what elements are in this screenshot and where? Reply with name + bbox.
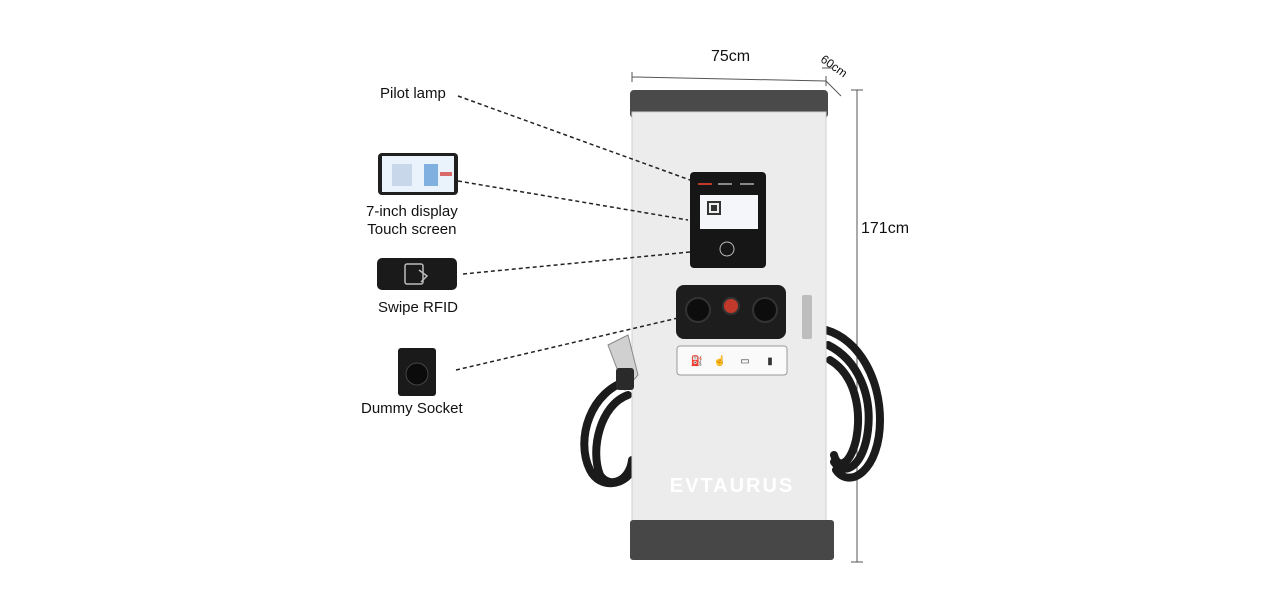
- callout-lines: [455, 95, 691, 371]
- cable-left: [580, 376, 636, 488]
- pilot-lamp-indicators: [698, 183, 754, 185]
- plug-icon: ⛽: [691, 354, 703, 367]
- height-dimension-line: [851, 89, 863, 563]
- height-dimension-label: 171cm: [861, 220, 910, 237]
- battery-icon: ▮: [767, 356, 773, 367]
- rfid-thumbnail: [377, 258, 457, 290]
- dummy-socket-thumbnail: [398, 348, 436, 396]
- dummy-socket-label: Dummy Socket: [361, 400, 463, 417]
- display-thumbnail: [378, 153, 458, 195]
- cable-right: [822, 326, 885, 482]
- display-label-line1: 7-inch display: [366, 203, 458, 220]
- socket-panel: [676, 285, 786, 339]
- instruction-strip: ⛽ ☝ ▭ ▮: [676, 345, 788, 376]
- card-icon: ▭: [740, 356, 749, 367]
- charging-connector: [607, 334, 639, 391]
- display-label-line2: Touch screen: [367, 221, 457, 238]
- swipe-rfid-label: Swipe RFID: [378, 299, 459, 316]
- width-dimension-label: 75cm: [711, 48, 751, 65]
- display-label: 7-inch display Touch screen: [366, 203, 458, 239]
- brand-logo: EVTAURUS: [670, 475, 795, 497]
- width-dimension-line: [631, 72, 827, 86]
- display-panel: [690, 172, 766, 268]
- hand-tap-icon: ☝: [714, 354, 726, 367]
- depth-dimension-line: [822, 67, 842, 97]
- pilot-lamp-label: Pilot lamp: [380, 85, 446, 102]
- door-handle: [802, 295, 812, 339]
